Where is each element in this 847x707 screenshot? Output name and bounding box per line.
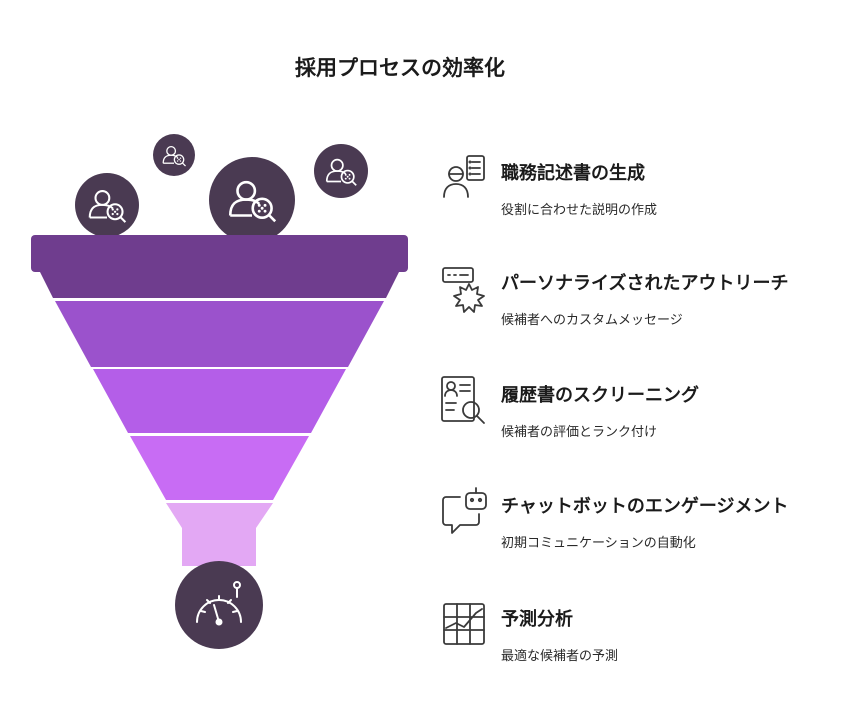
item-description: 最適な候補者の予測 xyxy=(501,649,619,664)
input-circle-4 xyxy=(314,144,368,198)
funnel-layer-4 xyxy=(130,436,309,500)
funnel-layer-3 xyxy=(93,369,346,433)
item-title: パーソナライズされたアウトリーチ xyxy=(501,273,789,294)
speedometer-icon xyxy=(196,581,242,626)
list-item-5: 予測分析 最適な候補者の予測 xyxy=(438,598,838,678)
page-title: 採用プロセスの効率化 xyxy=(295,56,505,80)
list-item-3: 履歴書のスクリーニング 候補者の評価とランク付け xyxy=(438,374,838,454)
list-item-4: チャットボットのエンゲージメント 初期コミュニケーションの自動化 xyxy=(438,485,838,565)
list-item-2: パーソナライズされたアウトリーチ 候補者へのカスタムメッセージ xyxy=(438,262,838,342)
item-title: チャットボットのエンゲージメント xyxy=(501,496,789,517)
item-description: 役割に合わせた説明の作成 xyxy=(501,203,658,218)
input-circle-2 xyxy=(153,134,195,176)
funnel-spout xyxy=(166,503,273,566)
funnel xyxy=(31,235,408,566)
message-burst-icon xyxy=(442,267,485,313)
list-item-1: 職務記述書の生成 役割に合わせた説明の作成 xyxy=(438,152,838,232)
item-description: 候補者の評価とランク付け xyxy=(501,425,658,440)
input-circle-3 xyxy=(209,157,295,243)
funnel-layer-1 xyxy=(40,272,399,298)
item-description: 初期コミュニケーションの自動化 xyxy=(501,536,696,551)
item-title: 職務記述書の生成 xyxy=(501,163,645,184)
chatbot-icon xyxy=(442,487,487,534)
chart-grid-icon xyxy=(443,603,485,645)
item-description: 候補者へのカスタムメッセージ xyxy=(501,313,683,328)
item-title: 予測分析 xyxy=(501,609,573,630)
resume-search-icon xyxy=(441,376,485,424)
funnel-rim xyxy=(31,235,408,272)
output-circle xyxy=(175,561,263,649)
funnel-layer-2 xyxy=(55,301,384,367)
item-title: 履歴書のスクリーニング xyxy=(501,385,699,406)
input-circle-1 xyxy=(75,173,139,237)
person-checklist-icon xyxy=(443,155,485,198)
